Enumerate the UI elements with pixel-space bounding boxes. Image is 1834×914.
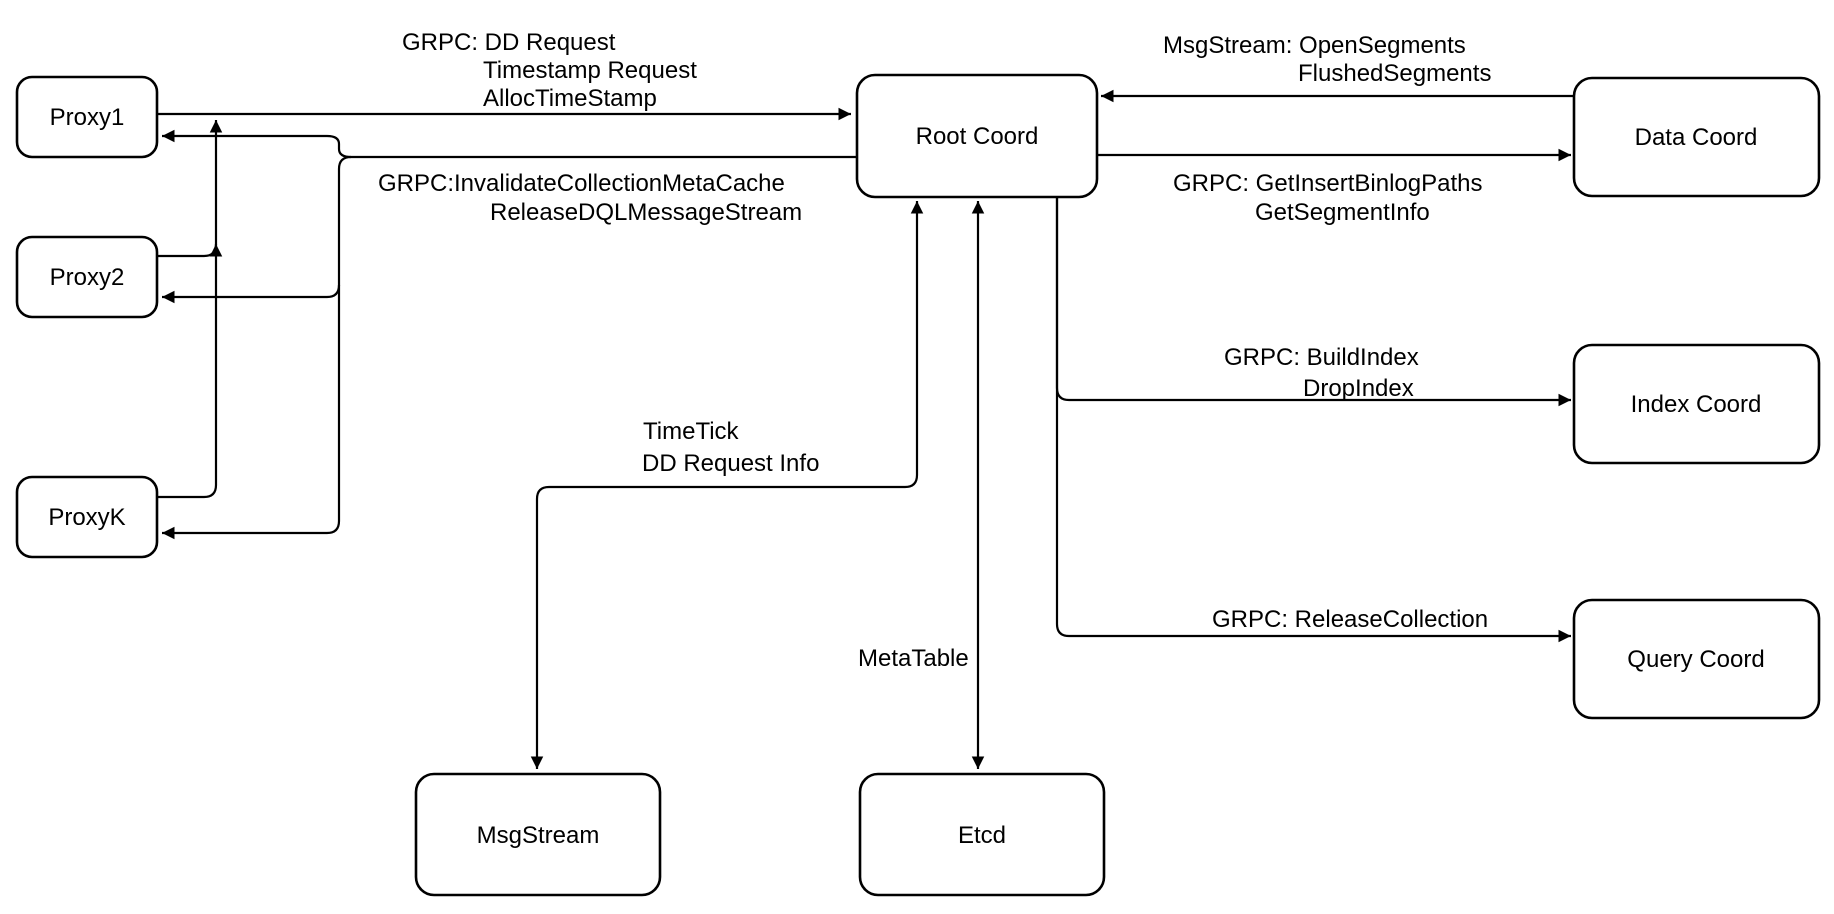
node-query-coord: Query Coord: [1572, 598, 1821, 720]
index-coord-label: Index Coord: [1631, 391, 1762, 418]
proxyk-box: [15, 475, 159, 559]
node-data-coord: Data Coord: [1572, 76, 1821, 198]
edge-label-dropindex: DropIndex: [1303, 375, 1414, 402]
proxyk-label: ProxyK: [48, 504, 125, 531]
node-root-coord: Root Coord: [855, 73, 1099, 199]
node-msgstream: MsgStream: [414, 772, 662, 897]
edge-label-flushedsegments: FlushedSegments: [1298, 60, 1491, 87]
query-coord-box: [1572, 598, 1821, 720]
edge-label-grpc-buildindex: GRPC: BuildIndex: [1224, 344, 1419, 371]
edge-proxy2-merge-to-rootcoord: [157, 243, 223, 258]
edge-label-timetick: TimeTick: [643, 418, 740, 445]
edge-label-layer: GRPC: DD Request Timestamp Request Alloc…: [378, 29, 1491, 672]
root-coord-box: [855, 73, 1099, 199]
node-proxyk: ProxyK: [15, 475, 159, 559]
node-layer: Proxy1 Proxy2 ProxyK Root Coord Data Coo…: [15, 73, 1821, 897]
proxy1-label: Proxy1: [50, 104, 125, 131]
edge-rootcoord-to-proxy2: [162, 284, 341, 304]
data-coord-box: [1572, 76, 1821, 198]
edge-label-invalidate-collection-metacache: GRPC:InvalidateCollectionMetaCache: [378, 170, 785, 197]
edge-label-grpc-dd-request: GRPC: DD Request: [402, 29, 616, 56]
root-coord-label: Root Coord: [916, 123, 1039, 150]
edge-label-timestamp-request: Timestamp Request: [483, 57, 697, 84]
msgstream-box: [414, 772, 662, 897]
edge-rootcoord-to-proxy1: [162, 129, 352, 159]
edge-label-getsegmentinfo: GetSegmentInfo: [1255, 199, 1430, 226]
etcd-box: [858, 772, 1106, 897]
index-coord-box: [1572, 343, 1821, 465]
edge-proxyk-merge-to-rootcoord: [157, 120, 223, 499]
edge-label-alloctimestamp: AllocTimeStamp: [483, 85, 657, 112]
node-proxy2: Proxy2: [15, 235, 159, 319]
proxy2-label: Proxy2: [50, 264, 125, 291]
edge-label-metatable: MetaTable: [858, 645, 969, 672]
etcd-label: Etcd: [958, 822, 1006, 849]
proxy1-box: [15, 75, 159, 159]
edge-layer: [157, 89, 1574, 769]
data-coord-label: Data Coord: [1635, 124, 1758, 151]
edge-rootcoord-msgstream: [530, 201, 924, 769]
edge-label-grpc-releasecollection: GRPC: ReleaseCollection: [1212, 606, 1488, 633]
node-proxy1: Proxy1: [15, 75, 159, 159]
edge-label-grpc-getinsertbinlogpaths: GRPC: GetInsertBinlogPaths: [1173, 170, 1482, 197]
query-coord-label: Query Coord: [1627, 646, 1764, 673]
edge-rootcoord-to-querycoord: [1055, 197, 1571, 643]
node-etcd: Etcd: [858, 772, 1106, 897]
node-index-coord: Index Coord: [1572, 343, 1821, 465]
edge-label-msgstream-opensegments: MsgStream: OpenSegments: [1163, 32, 1466, 59]
edge-label-dd-request-info: DD Request Info: [642, 450, 819, 477]
proxy2-box: [15, 235, 159, 319]
edge-label-release-dql-messagestream: ReleaseDQLMessageStream: [490, 199, 802, 226]
msgstream-label: MsgStream: [477, 822, 600, 849]
